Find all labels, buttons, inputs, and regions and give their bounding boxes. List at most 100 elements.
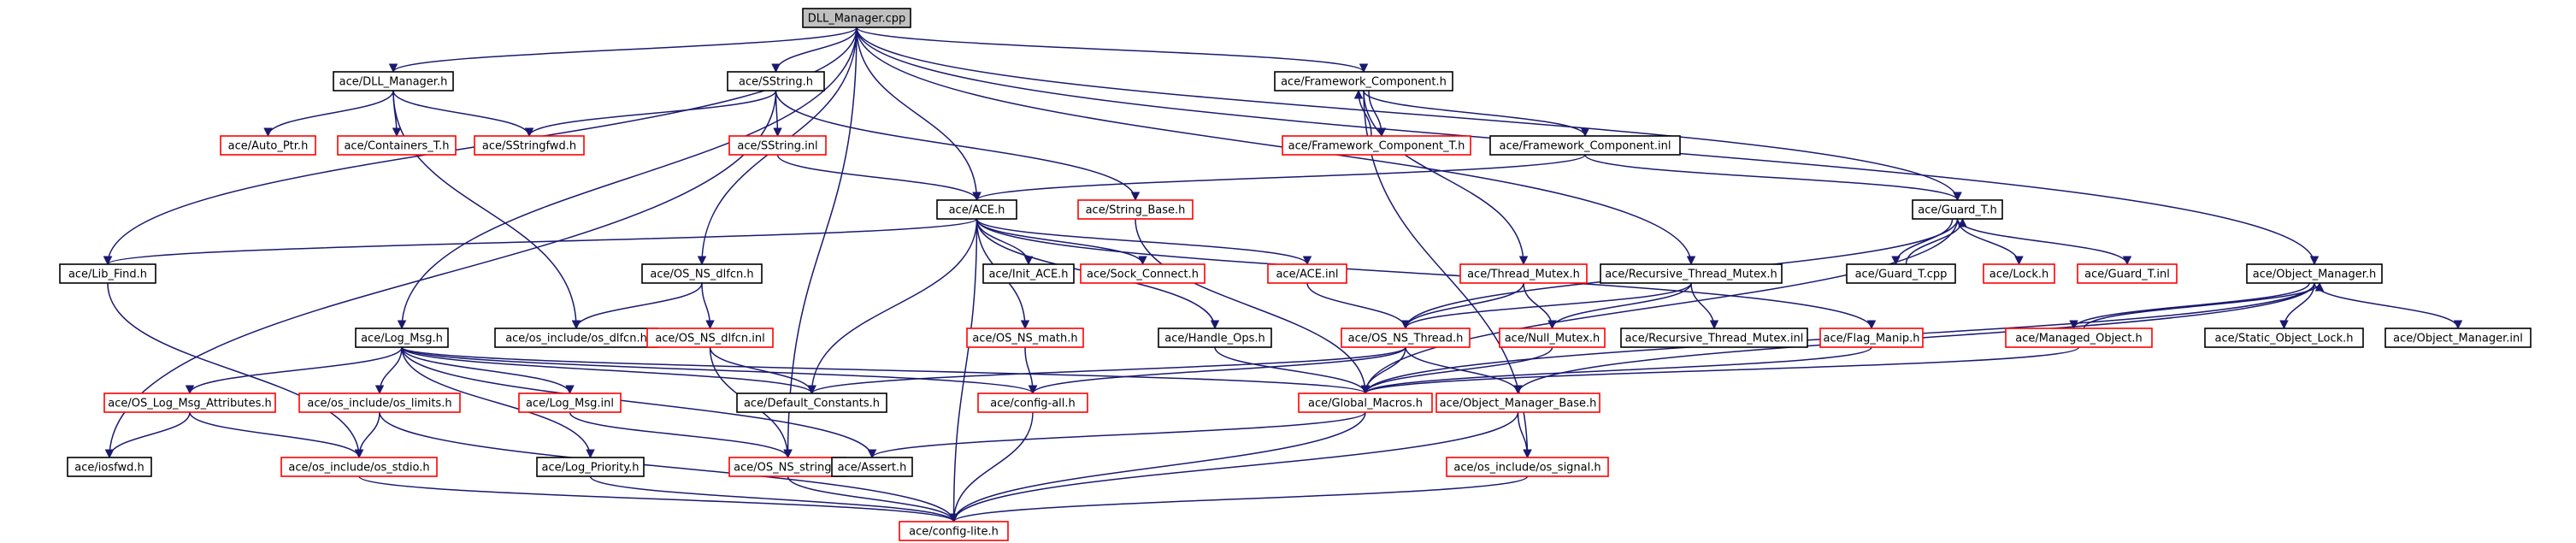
- node-box: [1620, 328, 1808, 348]
- edge-thread_mutex_h-to-os_ns_thread_h: [1400, 282, 1524, 330]
- node-box: [536, 457, 645, 477]
- node-sstring-inl[interactable]: ace/SString.inl: [728, 135, 827, 156]
- node-iosfwd-h[interactable]: ace/iosfwd.h: [67, 457, 152, 477]
- node-os-include-os-limits-h[interactable]: ace/os_include/os_limits.h: [298, 392, 461, 413]
- edge-dll_manager_cpp-to-recursive_thread_mutex_h: [856, 27, 1696, 266]
- node-os-include-os-signal-h[interactable]: ace/os_include/os_signal.h: [1446, 457, 1609, 477]
- node-box: [518, 392, 622, 413]
- node-label: ace/Log_Msg.h: [361, 333, 443, 345]
- node-label: ace/SString.h: [739, 76, 813, 89]
- node-os-ns-string-h[interactable]: ace/OS_NS_string.h: [728, 457, 847, 477]
- node-label: ace/Log_Priority.h: [542, 462, 640, 475]
- node-label: ace/SString.inl: [737, 140, 817, 153]
- edge-os_include_os_signal_h-to-config_lite_h: [949, 475, 1529, 523]
- node-dll-manager-cpp: DLL_Manager.cpp: [802, 8, 911, 28]
- edge-flag_manip_h-to-global_macros_h: [1360, 346, 1872, 395]
- node-label: ace/Flag_Manip.h: [1824, 333, 1920, 345]
- edge-log_priority_h-to-config_lite_h: [589, 475, 958, 523]
- node-box: [1446, 457, 1609, 477]
- node-box: [1600, 263, 1783, 284]
- node-box: [982, 263, 1075, 284]
- node-log-priority-h[interactable]: ace/Log_Priority.h: [536, 457, 645, 477]
- node-framework-component-h[interactable]: ace/Framework_Component.h: [1274, 71, 1453, 91]
- node-label: ace/OS_NS_dlfcn.h: [650, 269, 753, 281]
- node-static-object-lock-h[interactable]: ace/Static_Object_Lock.h: [2204, 328, 2364, 348]
- node-os-log-msg-attributes-h[interactable]: ace/OS_Log_Msg_Attributes.h: [103, 392, 276, 413]
- node-box: [1298, 392, 1433, 413]
- edge-os_include_os_stdio_h-to-config_lite_h: [358, 475, 958, 523]
- node-ace-h[interactable]: ace/ACE.h: [936, 199, 1017, 220]
- node-sstring-h[interactable]: ace/SString.h: [727, 71, 825, 91]
- edge-handle_ops_h-to-global_macros_h: [1214, 346, 1371, 395]
- node-framework-component-t-h[interactable]: ace/Framework_Component_T.h: [1282, 135, 1471, 156]
- node-os-include-os-stdio-h[interactable]: ace/os_include/os_stdio.h: [280, 457, 438, 477]
- node-object-manager-base-h[interactable]: ace/Object_Manager_Base.h: [1435, 392, 1600, 413]
- node-os-include-os-dlfcn-h[interactable]: ace/os_include/os_dlfcn.h: [494, 328, 658, 348]
- node-object-manager-inl[interactable]: ace/Object_Manager.inl: [2384, 328, 2532, 348]
- edge-os_ns_thread_h-to-config_all_h: [1028, 346, 1406, 395]
- node-thread-mutex-h[interactable]: ace/Thread_Mutex.h: [1459, 263, 1588, 284]
- node-recursive-thread-mutex-inl[interactable]: ace/Recursive_Thread_Mutex.inl: [1620, 328, 1808, 348]
- edge-dll_manager_cpp-to-guard_t_h: [856, 27, 1962, 202]
- node-label: DLL_Manager.cpp: [808, 13, 906, 26]
- node-recursive-thread-mutex-h[interactable]: ace/Recursive_Thread_Mutex.h: [1600, 263, 1783, 284]
- node-os-ns-dlfcn-h[interactable]: ace/OS_NS_dlfcn.h: [641, 263, 763, 284]
- node-box: [2077, 263, 2178, 284]
- node-flag-manip-h[interactable]: ace/Flag_Manip.h: [1819, 328, 1924, 348]
- node-label: ace/OS_NS_dlfcn.inl: [655, 333, 764, 345]
- node-framework-component-inl[interactable]: ace/Framework_Component.inl: [1489, 135, 1681, 156]
- node-guard-t-cpp[interactable]: ace/Guard_T.cpp: [1846, 263, 1956, 284]
- node-sock-connect-h[interactable]: ace/Sock_Connect.h: [1080, 263, 1205, 284]
- node-null-mutex-h[interactable]: ace/Null_Mutex.h: [1499, 328, 1606, 348]
- node-init-ace-h[interactable]: ace/Init_ACE.h: [982, 263, 1075, 284]
- node-box: [1341, 328, 1471, 348]
- node-ace-inl[interactable]: ace/ACE.inl: [1267, 263, 1347, 284]
- edge-framework_component_inl-to-ace_h: [972, 154, 1586, 202]
- node-guard-t-inl[interactable]: ace/Guard_T.inl: [2077, 263, 2178, 284]
- edge-framework_component_h-to-thread_mutex_h: [1363, 90, 1529, 266]
- node-box: [641, 263, 763, 284]
- node-handle-ops-h[interactable]: ace/Handle_Ops.h: [1158, 328, 1272, 348]
- node-config-lite-h[interactable]: ace/config-lite.h: [899, 521, 1009, 541]
- node-os-ns-thread-h[interactable]: ace/OS_NS_Thread.h: [1341, 328, 1471, 348]
- node-dll-manager-h[interactable]: ace/DLL_Manager.h: [333, 71, 454, 91]
- node-assert-h[interactable]: ace/Assert.h: [831, 457, 913, 477]
- node-label: ace/Framework_Component.h: [1281, 76, 1447, 89]
- node-default-constants-h[interactable]: ace/Default_Constants.h: [736, 392, 887, 413]
- edge-guard_t_h-to-guard_t_inl: [1956, 218, 2132, 266]
- node-guard-t-h[interactable]: ace/Guard_T.h: [1912, 199, 2003, 220]
- node-label: ace/Guard_T.cpp: [1855, 269, 1948, 281]
- node-os-ns-dlfcn-inl[interactable]: ace/OS_NS_dlfcn.inl: [646, 328, 774, 348]
- node-lock-h[interactable]: ace/Lock.h: [1983, 263, 2055, 284]
- edge-ace_h-to-config_lite_h: [949, 218, 978, 523]
- edge-dll_manager_cpp-to-ace_h: [856, 27, 981, 202]
- node-object-manager-h[interactable]: ace/Object_Manager.h: [2246, 263, 2383, 284]
- node-global-macros-h[interactable]: ace/Global_Macros.h: [1298, 392, 1433, 413]
- node-managed-object-h[interactable]: ace/Managed_Object.h: [2005, 328, 2153, 348]
- node-label: ace/Lock.h: [1989, 269, 2049, 281]
- node-box: [1282, 135, 1471, 156]
- node-label: ace/Framework_Component.inl: [1499, 140, 1671, 153]
- node-log-msg-inl[interactable]: ace/Log_Msg.inl: [518, 392, 622, 413]
- node-config-all-h[interactable]: ace/config-all.h: [977, 392, 1088, 413]
- node-log-msg-h[interactable]: ace/Log_Msg.h: [355, 328, 449, 348]
- node-string-base-h[interactable]: ace/String_Base.h: [1077, 199, 1194, 220]
- node-label: ace/config-lite.h: [909, 526, 999, 539]
- node-lib-find-h[interactable]: ace/Lib_Find.h: [59, 263, 156, 284]
- edge-dll_manager_cpp-to-sstring_h: [771, 27, 858, 74]
- node-box: [280, 457, 438, 477]
- node-box: [59, 263, 156, 284]
- node-box: [1819, 328, 1924, 348]
- edge-os_log_msg_attributes_h-to-iosfwd_h: [104, 411, 191, 459]
- node-box: [736, 392, 887, 413]
- node-box: [936, 199, 1017, 220]
- edge-recursive_thread_mutex_h-to-os_ns_thread_h: [1400, 282, 1692, 330]
- node-sstringfwd-h[interactable]: ace/SStringfwd.h: [474, 135, 585, 156]
- node-auto-ptr-h[interactable]: ace/Auto_Ptr.h: [220, 135, 316, 156]
- node-label: ace/Init_ACE.h: [988, 269, 1068, 281]
- node-box: [355, 328, 449, 348]
- edge-global_macros_h-to-assert_h: [867, 411, 1366, 459]
- node-os-ns-math-h[interactable]: ace/OS_NS_math.h: [966, 328, 1084, 348]
- node-containers-t-h[interactable]: ace/Containers_T.h: [337, 135, 457, 156]
- node-box: [1846, 263, 1956, 284]
